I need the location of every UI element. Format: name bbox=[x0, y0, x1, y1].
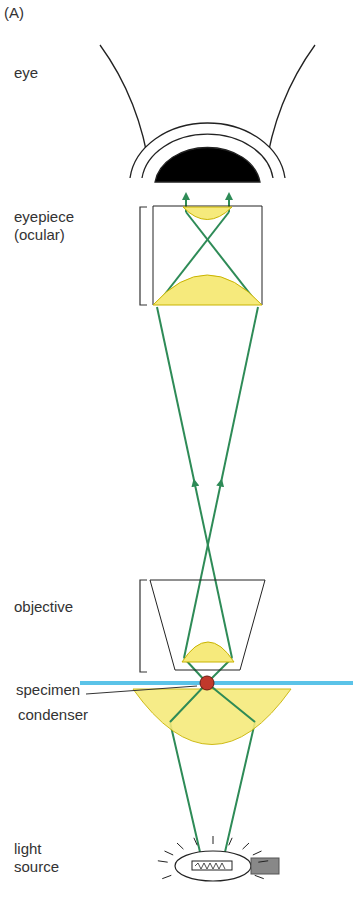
leader-line bbox=[86, 686, 197, 694]
part-label: light source bbox=[14, 840, 74, 876]
glow-stroke bbox=[229, 838, 232, 846]
glow-stroke bbox=[255, 875, 264, 878]
objective-drawing bbox=[140, 580, 265, 672]
specimen-dot bbox=[200, 676, 214, 690]
glow-stroke bbox=[258, 861, 268, 862]
eye-drawing bbox=[100, 45, 315, 182]
part-label: eyepiece (ocular) bbox=[14, 208, 109, 244]
part-label: condenser bbox=[18, 706, 118, 724]
light-rays bbox=[170, 683, 255, 722]
light-glow bbox=[158, 836, 268, 879]
panel-letter: (A) bbox=[4, 4, 64, 22]
glow-stroke bbox=[158, 861, 168, 862]
eyepiece-drawing bbox=[140, 206, 262, 305]
part-label: eye bbox=[14, 64, 84, 82]
glow-stroke bbox=[194, 838, 197, 846]
glass-slide bbox=[80, 681, 353, 685]
condenser-lens bbox=[133, 689, 291, 745]
part-label: specimen bbox=[16, 681, 96, 699]
glow-stroke bbox=[162, 875, 171, 878]
glow-stroke bbox=[177, 843, 183, 849]
glow-stroke bbox=[213, 836, 214, 844]
glow-stroke bbox=[165, 851, 174, 855]
part-label: objective bbox=[14, 598, 114, 616]
light-bulb bbox=[175, 851, 279, 881]
glow-stroke bbox=[253, 851, 262, 855]
glow-stroke bbox=[243, 843, 249, 849]
